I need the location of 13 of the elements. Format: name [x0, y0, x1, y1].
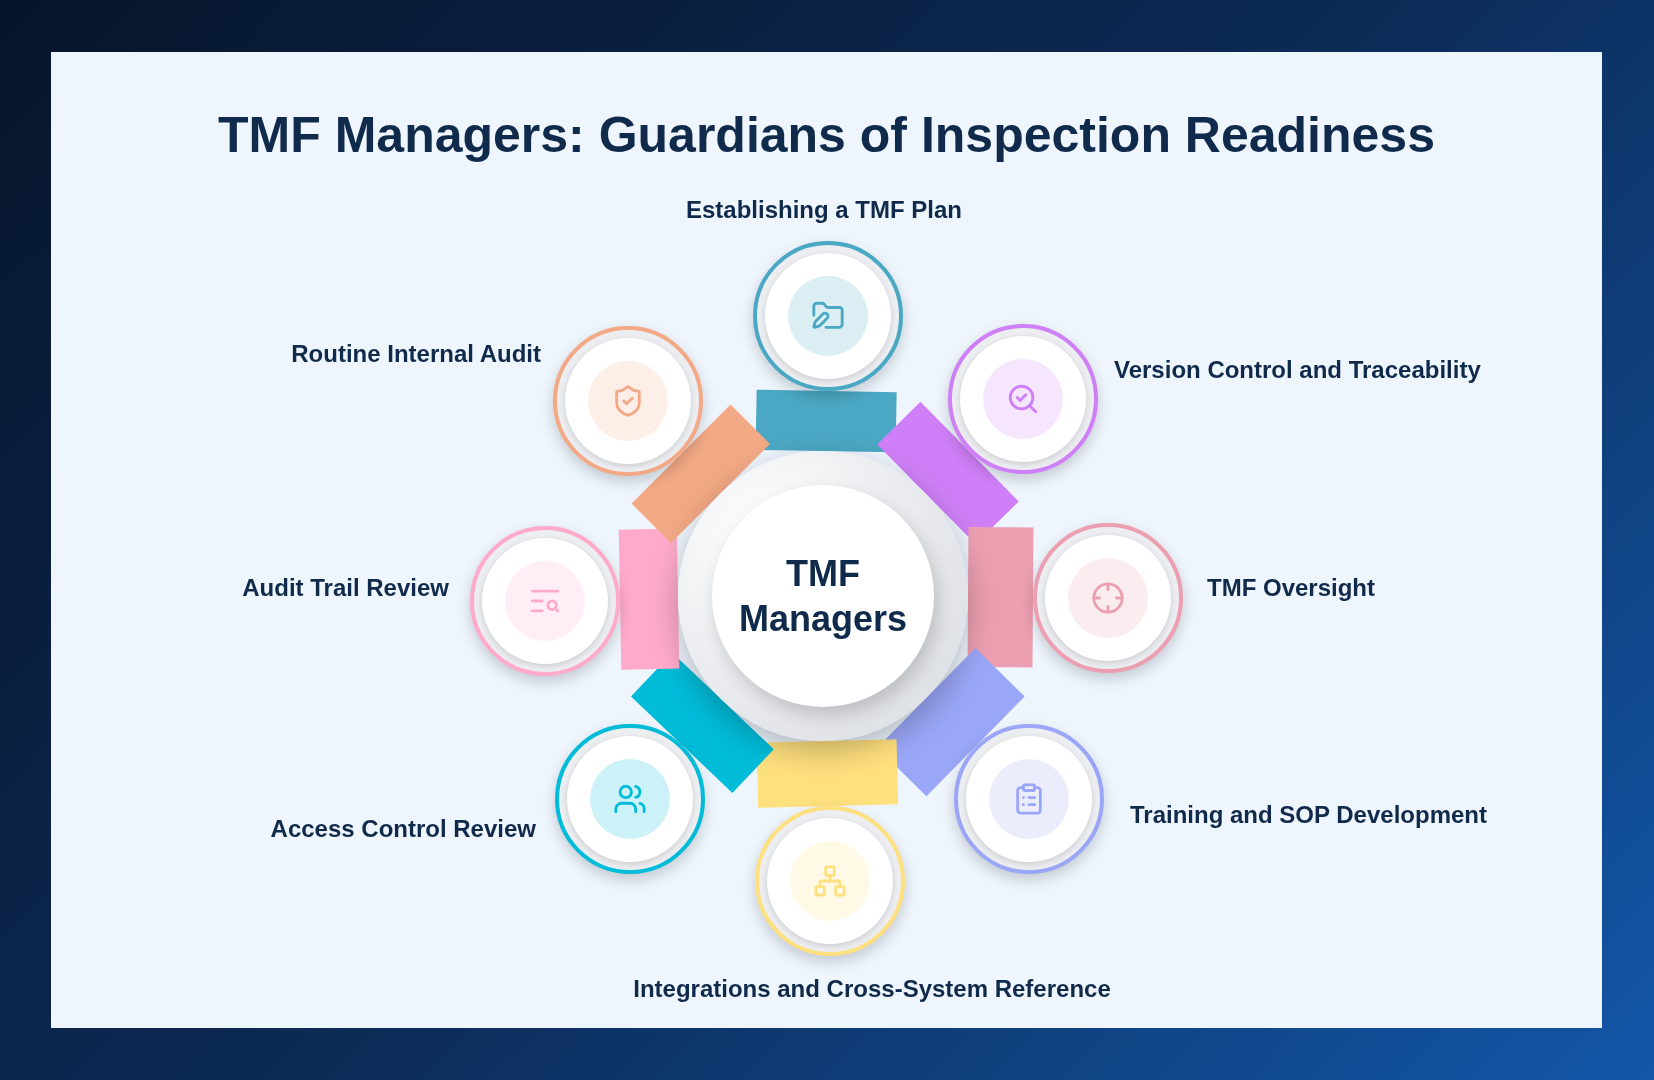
- step-caption: Audit Trail Review: [242, 576, 449, 600]
- step-caption: TMF Oversight: [1207, 576, 1375, 600]
- connector-band: [756, 739, 899, 808]
- step-caption: Integrations and Cross-System Reference: [633, 977, 1111, 1001]
- connector-band: [755, 389, 897, 453]
- step-caption: Version Control and Traceability: [1114, 358, 1481, 382]
- center-label: TMF Managers: [737, 552, 909, 641]
- step-caption: Training and SOP Development: [1130, 803, 1487, 827]
- step-caption: Routine Internal Audit: [291, 342, 541, 366]
- step-caption: Access Control Review: [270, 817, 536, 841]
- title: TMF Managers: Guardians of Inspection Readiness: [217, 106, 1436, 165]
- connector-band: [967, 527, 1034, 668]
- step-caption: Establishing a TMF Plan: [686, 198, 962, 222]
